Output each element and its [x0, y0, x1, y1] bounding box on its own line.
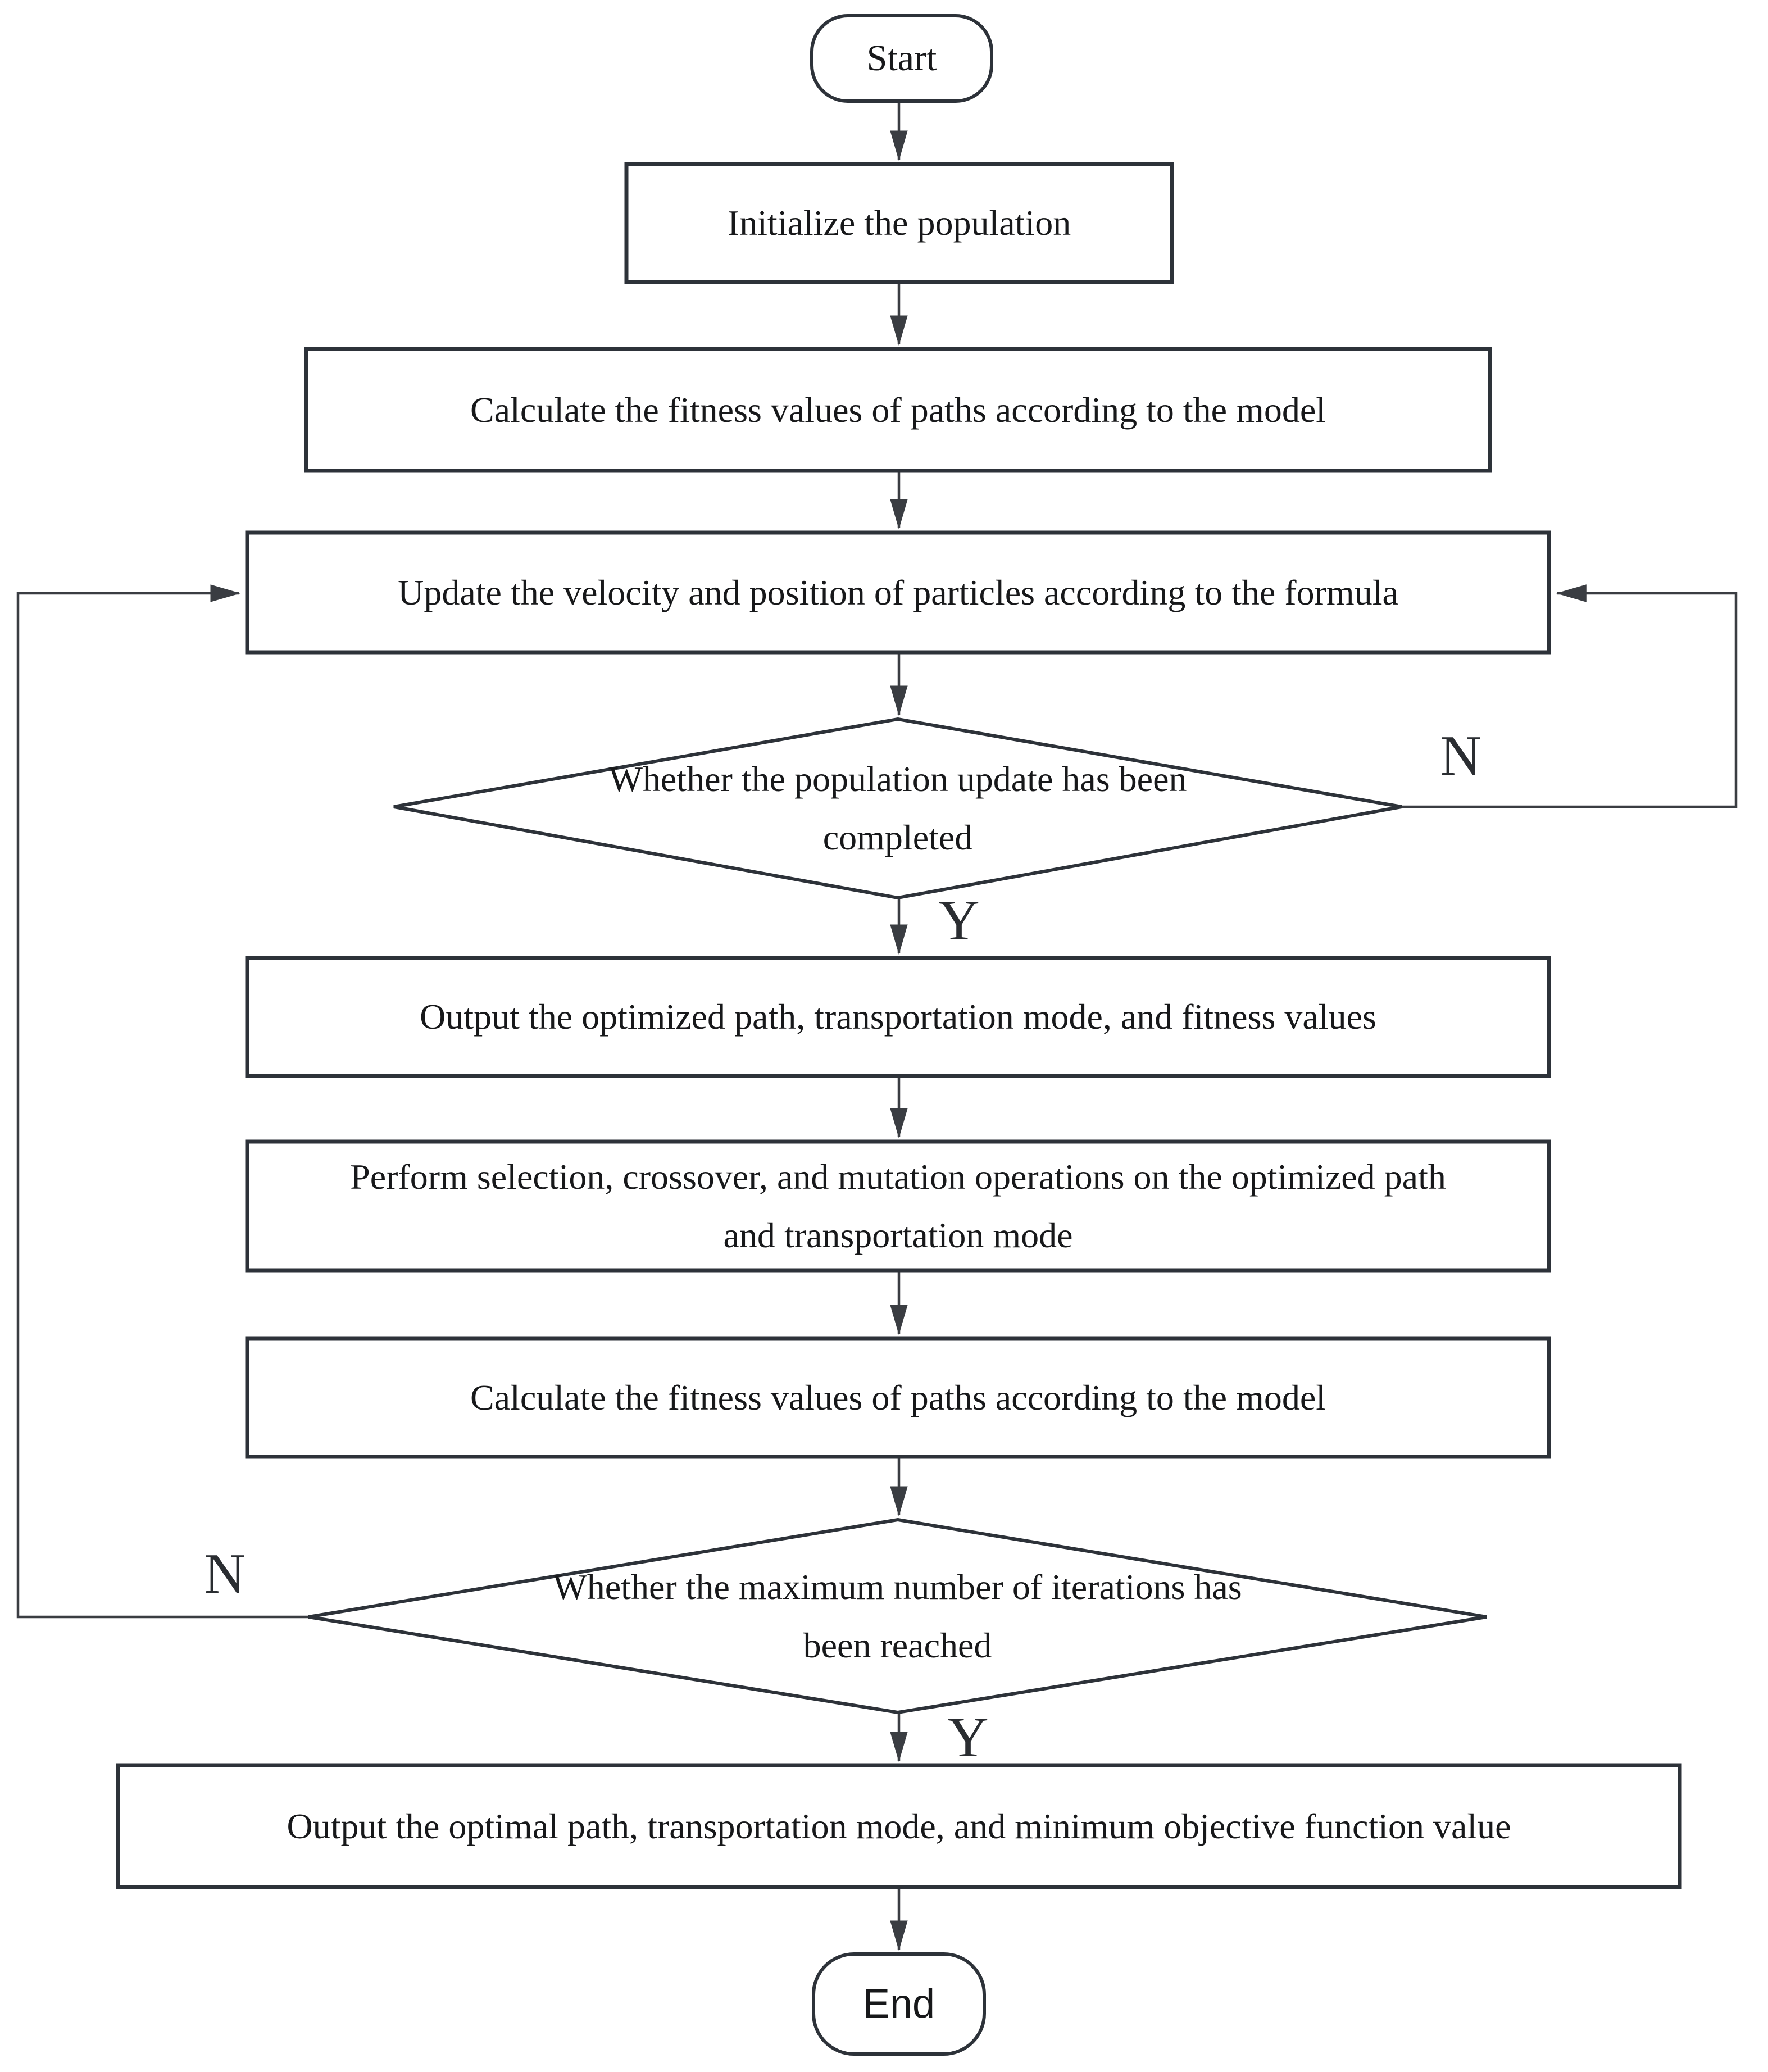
decision-max-iterations — [308, 1517, 1487, 1715]
process-initialize-population — [624, 162, 1174, 284]
process-calc-fitness-2 — [245, 1336, 1551, 1459]
process-calc-fitness-1 — [304, 347, 1492, 473]
decision-population-update — [393, 717, 1402, 900]
process-output-optimized — [245, 956, 1551, 1078]
terminator-start — [810, 14, 993, 103]
process-perform-operations — [245, 1139, 1551, 1273]
terminator-end — [812, 1952, 986, 2056]
process-output-optimal — [116, 1763, 1682, 1889]
edge-decision-iterations-no-loop — [16, 584, 308, 1619]
process-update-velocity — [245, 530, 1551, 655]
edge-decision-population-no-loop — [1402, 584, 1738, 808]
